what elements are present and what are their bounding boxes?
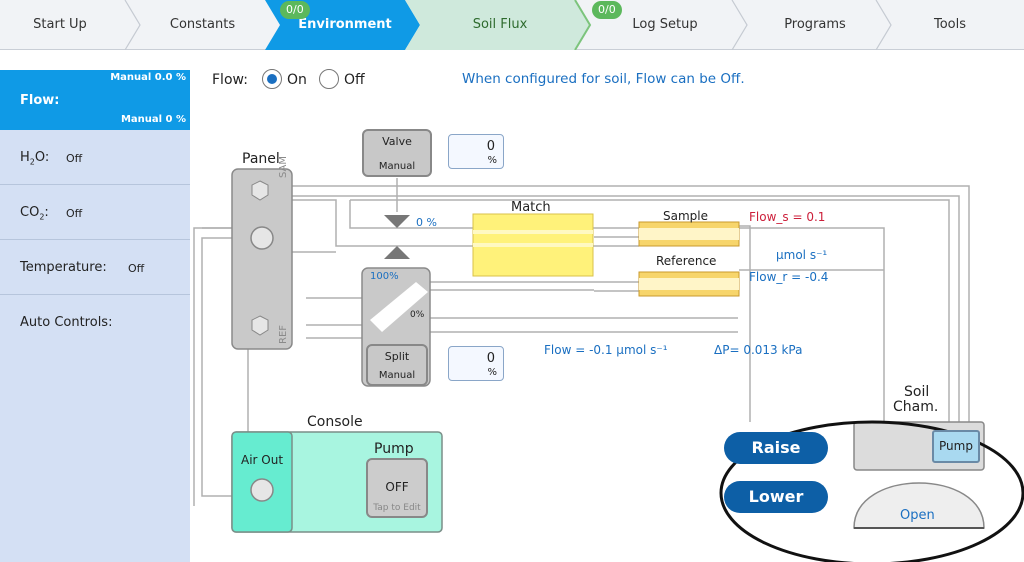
plumbing-lines: [193, 168, 1024, 562]
console-pump-label: Pump: [374, 441, 414, 457]
chamber-open-label[interactable]: Open: [900, 508, 935, 523]
flow-off-label[interactable]: Off: [344, 72, 365, 88]
sidebar-item-co2[interactable]: CO2: Off: [0, 185, 190, 240]
flow-hint-text: When configured for soil, Flow can be Of…: [462, 71, 745, 87]
valve-percent-field[interactable]: 0 %: [448, 134, 504, 169]
sam-label: SAM: [278, 155, 289, 178]
pump-hint: Tap to Edit: [373, 503, 421, 513]
sidebar-item-temperature[interactable]: Temperature: Off: [0, 240, 190, 295]
valve-percent-unit: %: [487, 155, 497, 166]
sidebar: Manual 0.0 % Flow: Manual 0 % H2O: Off C…: [0, 70, 190, 562]
tab-tools[interactable]: Tools: [933, 17, 967, 32]
sidebar-item-temperature-label: Temperature:: [20, 260, 107, 275]
split-button-title: Split: [384, 350, 410, 363]
flow-on-radio[interactable]: [262, 69, 282, 89]
sidebar-item-h2o-label: H2O:: [20, 150, 50, 167]
sidebar-item-temperature-value: Off: [128, 262, 145, 275]
console-pump-button[interactable]: OFF Tap to Edit: [366, 458, 428, 518]
soil-chamber-line2: Cham.: [893, 399, 939, 415]
pump-state: OFF: [385, 480, 409, 494]
system-diagram: Panel SAM REF Valve Manual 0 % 0 % Match…: [190, 50, 1024, 562]
split-button[interactable]: Split Manual: [366, 344, 428, 386]
sample-label: Sample: [663, 209, 708, 223]
flow-off-radio[interactable]: [319, 69, 339, 89]
sidebar-item-auto-controls-label: Auto Controls:: [20, 315, 113, 330]
tab-log-setup[interactable]: Log Setup: [632, 17, 698, 32]
valve-percent-value: 0: [486, 139, 495, 154]
flow-total-readout: Flow = -0.1 µmol s⁻¹: [544, 343, 668, 357]
reference-label: Reference: [656, 254, 717, 268]
soil-chamber-line1: Soil: [904, 384, 930, 400]
tab-bar-background: [0, 0, 1024, 50]
split-percent-value: 0: [486, 351, 495, 366]
split-percent-field[interactable]: 0 %: [448, 346, 504, 381]
air-out-label: Air Out: [241, 453, 284, 467]
flow-toggle-label: Flow:: [212, 72, 248, 88]
flow-mini-bottom: Manual 0 %: [120, 114, 186, 125]
split-bottom-pct: 0%: [410, 310, 425, 320]
tab-constants[interactable]: Constants: [169, 17, 236, 32]
delta-p-readout: ΔP= 0.013 kPa: [714, 343, 803, 357]
flow-mini-top: Manual 0.0 %: [110, 72, 186, 83]
sidebar-item-co2-value: Off: [66, 207, 83, 220]
sidebar-item-h2o[interactable]: H2O: Off: [0, 130, 190, 185]
sidebar-item-flow[interactable]: Manual 0.0 % Flow: Manual 0 %: [0, 70, 190, 130]
flow-units-label: µmol s⁻¹: [776, 248, 828, 262]
tab-start-up[interactable]: Start Up: [33, 17, 87, 32]
split-button-mode: Manual: [378, 370, 416, 381]
match-label: Match: [511, 200, 551, 215]
sidebar-item-co2-label: CO2:: [20, 205, 49, 222]
split-percent-unit: %: [487, 367, 497, 378]
tab-environment[interactable]: Environment: [298, 17, 392, 32]
sidebar-item-auto-controls[interactable]: Auto Controls:: [0, 295, 190, 350]
sidebar-item-flow-label: Flow:: [20, 93, 60, 108]
environment-badge: 0/0: [280, 1, 310, 19]
valve-pct-readout: 0 %: [416, 216, 437, 229]
tab-bar: Start Up Constants Environment 0/0 Soil …: [0, 0, 1024, 50]
tab-programs[interactable]: Programs: [784, 17, 846, 32]
flow-s-readout: Flow_s = 0.1: [749, 210, 826, 224]
log-setup-badge: 0/0: [592, 1, 622, 19]
console-label: Console: [307, 414, 363, 430]
sidebar-item-h2o-value: Off: [66, 152, 83, 165]
flow-r-readout: Flow_r = -0.4: [749, 270, 829, 284]
split-top-pct: 100%: [370, 271, 399, 282]
raise-button[interactable]: Raise: [724, 432, 828, 464]
tab-soil-flux[interactable]: Soil Flux: [472, 17, 528, 32]
soil-chamber-pump-button[interactable]: Pump: [932, 430, 980, 463]
lower-button[interactable]: Lower: [724, 481, 828, 513]
valve-button-mode: Manual: [378, 161, 416, 172]
flow-on-label[interactable]: On: [287, 72, 307, 88]
valve-button-title: Valve: [382, 135, 412, 148]
panel-label: Panel: [242, 151, 280, 167]
valve-button[interactable]: Valve Manual: [362, 129, 432, 177]
ref-label: REF: [278, 324, 289, 344]
